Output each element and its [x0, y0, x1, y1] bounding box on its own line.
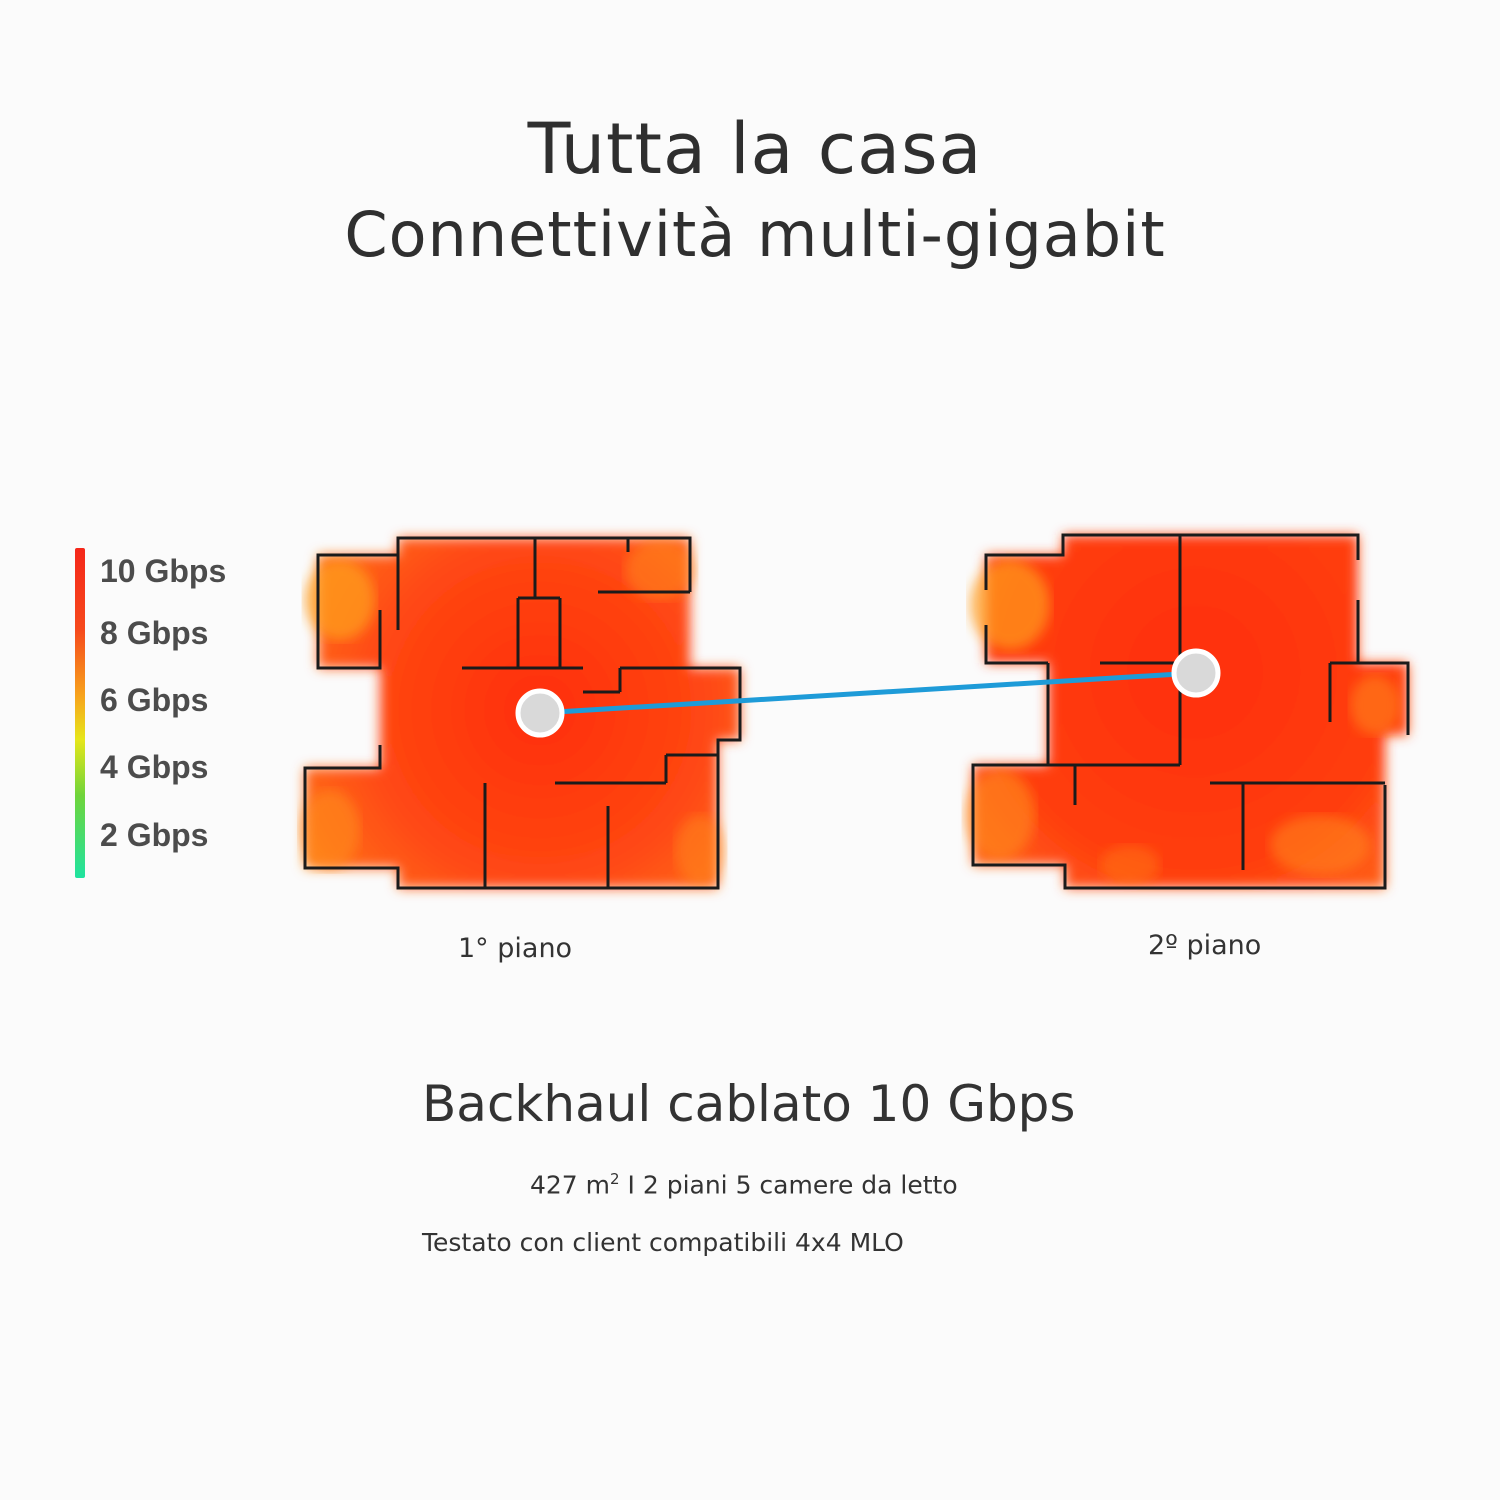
router-node-floor-1 [515, 688, 565, 738]
floor-1-walls [303, 536, 742, 890]
speed-legend-gradient [75, 548, 85, 878]
page-title: Tutta la casa [527, 108, 983, 190]
floor-2-walls [971, 533, 1410, 890]
legend-label-8: 8 Gbps [100, 615, 209, 651]
page-subtitle: Connettività multi-gigabit [344, 198, 1166, 271]
area-value: 427 m [530, 1170, 611, 1200]
legend-label-10: 10 Gbps [100, 553, 227, 589]
backhaul-headline: Backhaul cablato 10 Gbps [422, 1075, 1076, 1133]
floor-2-label: 2º piano [1148, 930, 1262, 961]
test-note: Testato con client compatibili 4x4 MLO [422, 1228, 904, 1257]
legend-label-4: 4 Gbps [100, 749, 209, 785]
floor-2-heatmap [965, 535, 1408, 888]
area-unit-exponent: 2 [610, 1170, 620, 1188]
backhaul-cable-line [539, 670, 1197, 716]
legend-label-2: 2 Gbps [100, 817, 209, 853]
router-node-floor-2 [1171, 648, 1221, 698]
legend-label-6: 6 Gbps [100, 682, 209, 718]
area-description: I 2 piani 5 camere da letto [619, 1170, 958, 1200]
floor-1-label: 1° piano [458, 933, 573, 964]
area-details: 427 m2 I 2 piani 5 camere da letto [530, 1170, 958, 1199]
